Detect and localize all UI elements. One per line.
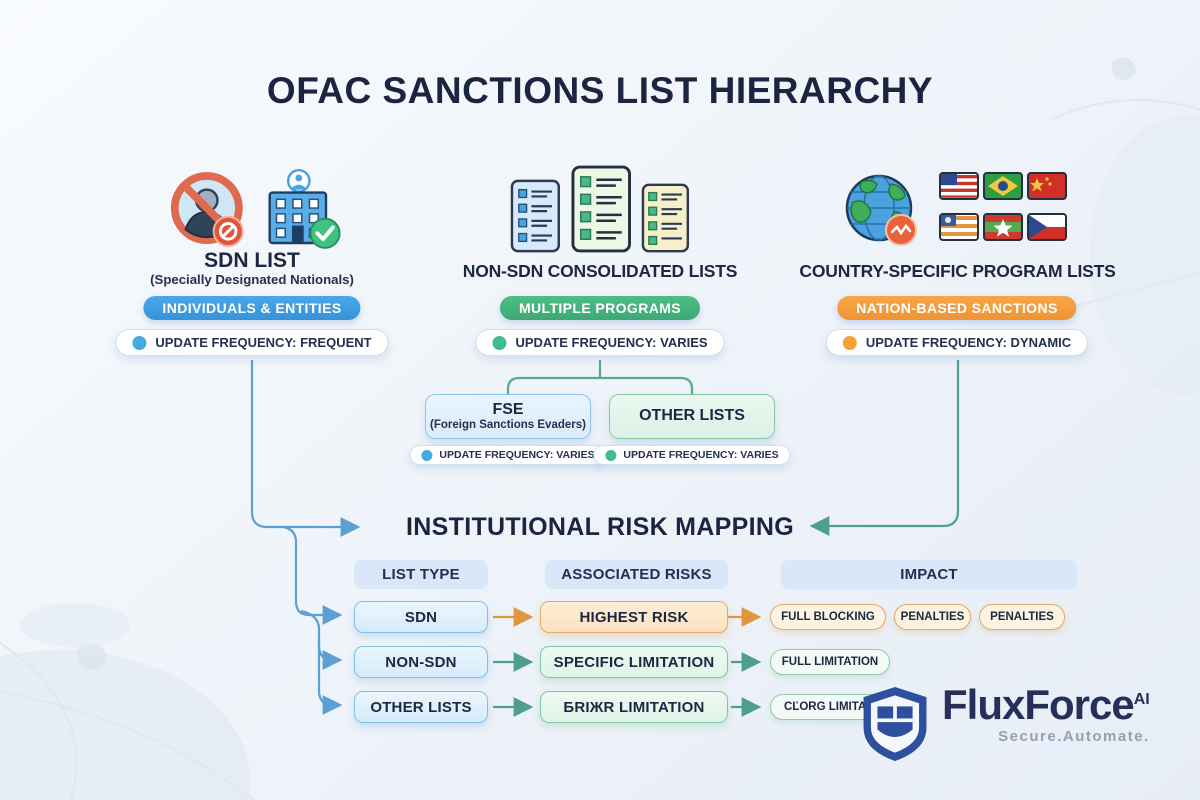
fse-box: FSE (Foreign Sanctions Evaders) [425,394,591,439]
green-dot-icon [605,449,617,461]
blue-dot-icon [132,335,147,350]
row-sdn-impact-1: FULL BLOCKING [770,604,886,630]
blue-dot-icon [421,449,433,461]
other-lists-frequency-pill: UPDATE FREQUENCY: VARIES [593,445,791,465]
sdn-frequency-label: UPDATE FREQUENCY: FREQUENT [155,335,372,350]
logo-ai-superscript: AI [1133,691,1150,708]
header-impact: IMPACT [781,560,1077,589]
flag-stripes-icon [939,213,979,241]
fse-subheading: (Foreign Sanctions Evaders) [430,418,586,431]
row-non-sdn-impact-1: FULL LIMITATION [770,649,890,675]
logo-brand-name: FluxForce [942,681,1135,728]
header-associated-risks: ASSOCIATED RISKS [545,560,728,589]
other-lists-heading: OTHER LISTS [639,407,745,425]
row-sdn-list-type: SDN [354,601,488,633]
flags-grid-icon [939,172,1067,241]
row-non-sdn-list-type: NON-SDN [354,646,488,678]
country-icons-group [838,164,1068,254]
country-heading: COUNTRY-SPECIFIC PROGRAM LISTS [799,261,1116,281]
globe-icon [845,174,917,246]
country-frequency-pill: UPDATE FREQUENCY: DYNAMIC [825,329,1089,356]
non-sdn-frequency-pill: UPDATE FREQUENCY: VARIES [475,329,725,356]
shield-icon [863,687,927,761]
flag-brazil-icon [983,172,1023,200]
row-other-lists-list-type: OTHER LISTS [354,691,488,723]
checklist-yellow-icon [641,183,690,253]
sdn-frequency-pill: UPDATE FREQUENCY: FREQUENT [115,329,389,356]
sdn-badge: INDIVIDUALS & ENTITIES [143,296,361,320]
other-lists-box: OTHER LISTS [609,394,775,439]
other-lists-frequency-label: UPDATE FREQUENCY: VARIES [623,449,779,461]
green-dot-icon [492,335,507,350]
row-non-sdn-risk: SPECIFIC LIMITATION [540,646,728,678]
country-badge: NATION-BASED SANCTIONS [837,296,1077,320]
fluxforce-logo: FluxForceAI Secure.Automate. [858,684,1150,764]
row-other-lists-risk: БRIЖR LIMITATION [540,691,728,723]
country-frequency-label: UPDATE FREQUENCY: DYNAMIC [865,335,1072,350]
orange-dot-icon [842,335,857,350]
sdn-icons-group [168,168,343,252]
verified-building-icon [268,168,341,249]
row-sdn-impact-3: PENALTIES [979,604,1065,630]
flag-star-icon [983,213,1023,241]
non-sdn-heading: NON-SDN CONSOLIDATED LISTS [462,261,738,281]
header-list-type: LIST TYPE [354,560,488,589]
logo-text-block: FluxForceAI Secure.Automate. [942,684,1150,746]
logo-brand: FluxForceAI [942,684,1150,726]
row-sdn-risk: HIGHEST RISK [540,601,728,633]
sdn-subheading: (Specially Designated Nationals) [150,272,354,287]
flag-czech-icon [1027,213,1067,241]
non-sdn-icons-group [510,164,690,254]
non-sdn-badge: MULTIPLE PROGRAMS [499,296,701,320]
checklist-green-icon [571,165,631,253]
risk-mapping-title: INSTITUTIONAL RISK MAPPING [406,513,794,541]
page-title: OFAC SANCTIONS LIST HIERARCHY [266,70,934,111]
sdn-heading: SDN LIST [204,249,300,272]
flag-usa-icon [939,172,979,200]
fse-frequency-label: UPDATE FREQUENCY: VARIES [439,449,595,461]
fse-frequency-pill: UPDATE FREQUENCY: VARIES [409,445,607,465]
row-sdn-impact-2: PENALTIES [894,604,971,630]
flag-china-icon [1027,172,1067,200]
logo-tagline: Secure.Automate. [998,728,1150,745]
non-sdn-frequency-label: UPDATE FREQUENCY: VARIES [515,335,708,350]
fse-heading: FSE [492,401,524,419]
blocked-person-icon [170,172,244,247]
checklist-blue-icon [510,179,561,253]
